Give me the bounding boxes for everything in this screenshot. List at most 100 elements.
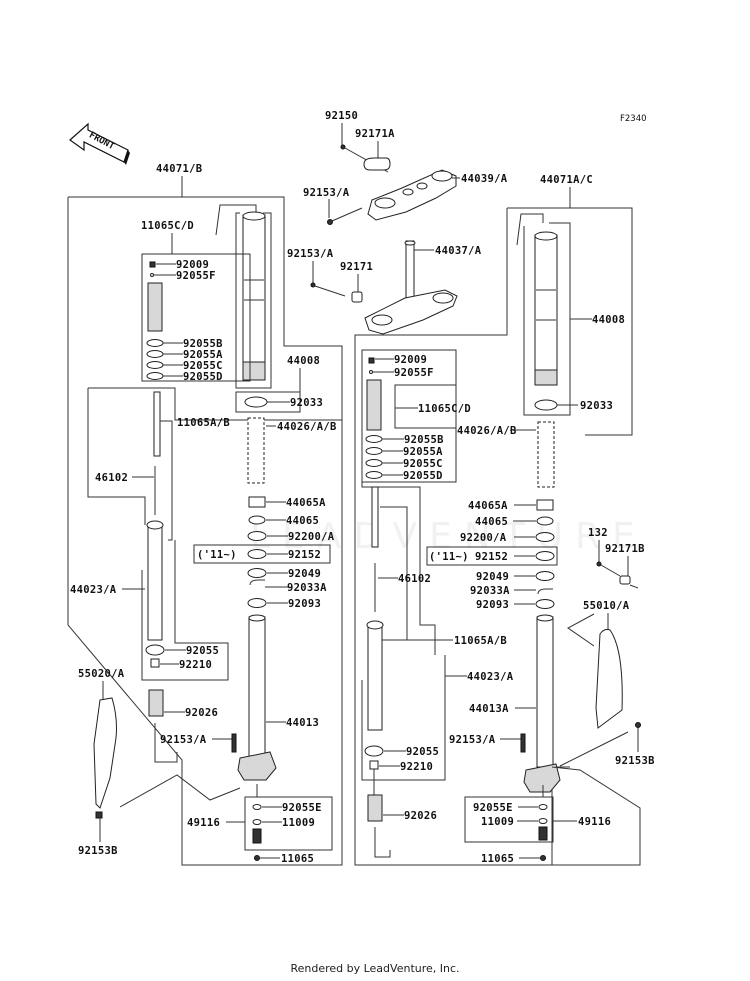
label-11065-left[interactable]: 11065 xyxy=(281,853,314,865)
label-11065CD-left[interactable]: 11065C/D xyxy=(141,220,194,232)
steering-stem-44037A-icon xyxy=(405,240,415,302)
upper-clamp-group: 92150 92171A 92153/A 44039/A xyxy=(303,110,508,225)
year-note-right: ('11~) xyxy=(429,551,469,563)
cartridge-valve-right-icon xyxy=(366,379,382,431)
label-92152-left[interactable]: 92152 xyxy=(288,549,321,561)
right-fork: 44071A/C 44008 92033 92009 92055F 11065C… xyxy=(354,174,655,866)
oring-92033-left-icon xyxy=(244,396,268,408)
outer-tube-44013A-icon xyxy=(536,616,554,768)
label-92153A-top[interactable]: 92153/A xyxy=(303,187,350,199)
label-92055A-right[interactable]: 92055A xyxy=(403,446,443,458)
label-46102-left[interactable]: 46102 xyxy=(95,472,128,484)
label-44026AB-right[interactable]: 44026/A/B xyxy=(457,425,517,437)
label-92153B-left[interactable]: 92153B xyxy=(78,845,118,857)
watermark: LEADVENTURE xyxy=(250,516,647,557)
label-44065-right[interactable]: 44065 xyxy=(475,516,508,528)
label-92210-left[interactable]: 92210 xyxy=(179,659,212,671)
label-92171[interactable]: 92171 xyxy=(340,261,373,273)
label-92055-right[interactable]: 92055 xyxy=(406,746,439,758)
label-44065-left[interactable]: 44065 xyxy=(286,515,319,527)
label-92049-right[interactable]: 92049 xyxy=(476,571,509,583)
label-92150[interactable]: 92150 xyxy=(325,110,358,122)
label-44023A-left[interactable]: 44023/A xyxy=(70,584,117,596)
label-92026-right[interactable]: 92026 xyxy=(404,810,437,822)
label-92153A-mid[interactable]: 92153/A xyxy=(287,248,334,260)
cartridge-valve-icon xyxy=(147,282,163,332)
label-92153B-right[interactable]: 92153B xyxy=(615,755,655,767)
label-11065AB-left[interactable]: 11065A/B xyxy=(177,417,230,429)
label-92033A-left[interactable]: 92033A xyxy=(287,582,327,594)
label-92026-left[interactable]: 92026 xyxy=(185,707,218,719)
label-49116-right[interactable]: 49116 xyxy=(578,816,611,828)
label-92055F-left[interactable]: 92055F xyxy=(176,270,216,282)
damper-rod-icon xyxy=(153,391,161,457)
label-92171B[interactable]: 92171B xyxy=(605,543,645,555)
label-44065A-right[interactable]: 44065A xyxy=(468,500,508,512)
label-44071AC[interactable]: 44071A/C xyxy=(540,174,593,186)
label-92009-left[interactable]: 92009 xyxy=(176,259,209,271)
base-valve-92026-icon xyxy=(148,689,164,717)
label-92055C-left[interactable]: 92055C xyxy=(183,360,223,372)
label-92055B-left[interactable]: 92055B xyxy=(183,338,223,350)
upper-tube-44008-icon xyxy=(242,214,266,381)
label-92153A-left[interactable]: 92153/A xyxy=(160,734,207,746)
label-92171A[interactable]: 92171A xyxy=(355,128,395,140)
label-11065CD-right[interactable]: 11065C/D xyxy=(418,403,471,415)
label-44008-left[interactable]: 44008 xyxy=(287,355,320,367)
spring-44026AB-icon xyxy=(247,417,265,484)
label-92033A-right[interactable]: 92033A xyxy=(470,585,510,597)
label-92055C-right[interactable]: 92055C xyxy=(403,458,443,470)
front-arrow-icon: FRONT xyxy=(69,122,130,165)
label-44013[interactable]: 44013 xyxy=(286,717,319,729)
label-46102-right[interactable]: 46102 xyxy=(398,573,431,585)
cartridge-44023A-right-icon xyxy=(367,624,383,731)
label-92055-left[interactable]: 92055 xyxy=(186,645,219,657)
label-92200A-left[interactable]: 92200/A xyxy=(288,531,335,543)
label-44013A[interactable]: 44013A xyxy=(469,703,509,715)
label-92055E-right[interactable]: 92055E xyxy=(473,802,513,814)
label-44065A-left[interactable]: 44065A xyxy=(286,497,326,509)
label-92033-left[interactable]: 92033 xyxy=(290,397,323,409)
label-55020A[interactable]: 55020/A xyxy=(78,668,125,680)
label-44023A-right[interactable]: 44023/A xyxy=(467,671,514,683)
label-92055A-left[interactable]: 92055A xyxy=(183,349,223,361)
label-92093-right[interactable]: 92093 xyxy=(476,599,509,611)
label-92049-left[interactable]: 92049 xyxy=(288,568,321,580)
label-49116-left[interactable]: 49116 xyxy=(187,817,220,829)
label-92055B-right[interactable]: 92055B xyxy=(404,434,444,446)
diagram-code: F2340 xyxy=(620,114,647,124)
label-132-text: 132 xyxy=(588,527,608,539)
lower-clamp-group: 92153/A 92171 44037/A xyxy=(287,240,482,335)
label-92200A-right[interactable]: 92200/A xyxy=(460,532,507,544)
label-44071B[interactable]: 44071/B xyxy=(156,163,202,175)
outer-tube-44013-icon xyxy=(248,616,266,768)
label-11065-right[interactable]: 11065 xyxy=(481,853,514,865)
label-44039A[interactable]: 44039/A xyxy=(461,173,508,185)
label-11009-left[interactable]: 11009 xyxy=(282,817,315,829)
label-92055D-right[interactable]: 92055D xyxy=(403,470,443,482)
label-55010A[interactable]: 55010/A xyxy=(583,600,630,612)
fork-guard-55010A-icon xyxy=(595,629,623,729)
upper-tube-44008-right-icon xyxy=(534,234,558,386)
base-valve-92026-right-icon xyxy=(367,794,383,822)
left-fork: 44071/B 44008 92033 11065C/D 92009 92055… xyxy=(67,163,343,866)
label-11065AB-right[interactable]: 11065A/B xyxy=(454,635,507,647)
label-92055D-left[interactable]: 92055D xyxy=(183,371,223,383)
axle-bracket-left-icon xyxy=(237,751,277,781)
label-92152-right[interactable]: 92152 xyxy=(475,551,508,563)
label-11009-right[interactable]: 11009 xyxy=(481,816,514,828)
label-92210-right[interactable]: 92210 xyxy=(400,761,433,773)
label-92093-left[interactable]: 92093 xyxy=(288,598,321,610)
label-92055E-left[interactable]: 92055E xyxy=(282,802,322,814)
label-92055F-right[interactable]: 92055F xyxy=(394,367,434,379)
damper-rod-right-icon xyxy=(371,486,379,548)
label-92033-right[interactable]: 92033 xyxy=(580,400,613,412)
clamp-92171A-icon xyxy=(363,157,391,171)
label-44037A[interactable]: 44037/A xyxy=(435,245,482,257)
label-44008-right[interactable]: 44008 xyxy=(592,314,625,326)
label-92153A-right[interactable]: 92153/A xyxy=(449,734,496,746)
fork-guard-55020A-icon xyxy=(93,697,117,809)
label-44026AB-left[interactable]: 44026/A/B xyxy=(277,421,337,433)
label-92009-right[interactable]: 92009 xyxy=(394,354,427,366)
